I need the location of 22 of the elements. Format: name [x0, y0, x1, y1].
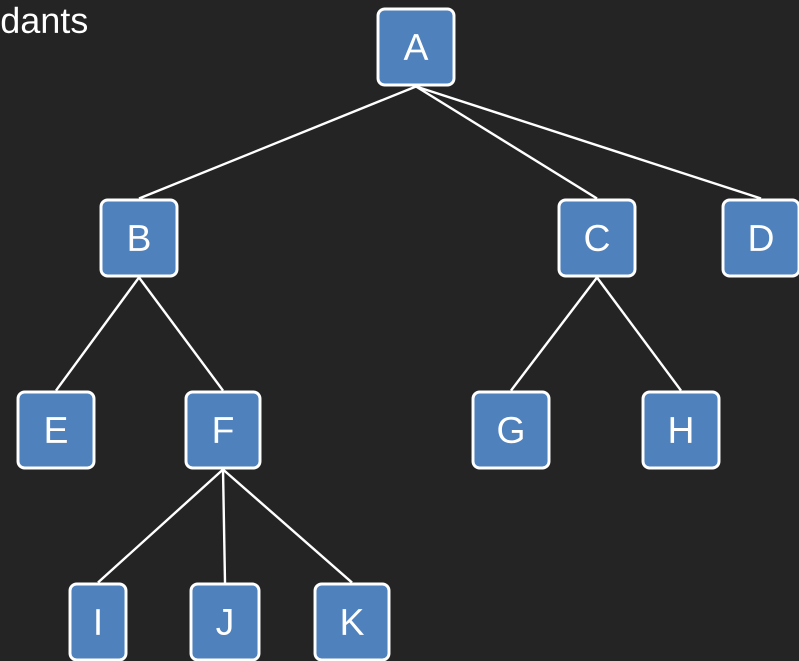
- tree-node-box: D: [722, 198, 799, 278]
- tree-edge: [138, 85, 416, 200]
- tree-node-box: F: [184, 390, 262, 470]
- tree-edge: [596, 276, 682, 392]
- tree-node-box: K: [314, 582, 390, 661]
- tree-node-box: I: [68, 582, 128, 661]
- tree-edge: [510, 276, 598, 392]
- tree-edge: [222, 468, 353, 584]
- tree-node-box: J: [190, 582, 260, 661]
- tree-node-box: B: [100, 198, 178, 278]
- tree-node-box: H: [642, 390, 720, 470]
- tree-node-box: G: [472, 390, 550, 470]
- tree-edge: [55, 276, 140, 392]
- tree-node-box: E: [16, 390, 96, 470]
- tree-edge: [416, 85, 762, 200]
- tree-edge: [138, 276, 224, 392]
- heading-fragment: dants: [2, 6, 88, 34]
- tree-node-box: C: [558, 198, 636, 278]
- tree-node-box: A: [376, 8, 456, 86]
- tree-edge: [97, 468, 224, 584]
- tree-edge: [415, 85, 598, 200]
- tree-edge: [222, 469, 226, 583]
